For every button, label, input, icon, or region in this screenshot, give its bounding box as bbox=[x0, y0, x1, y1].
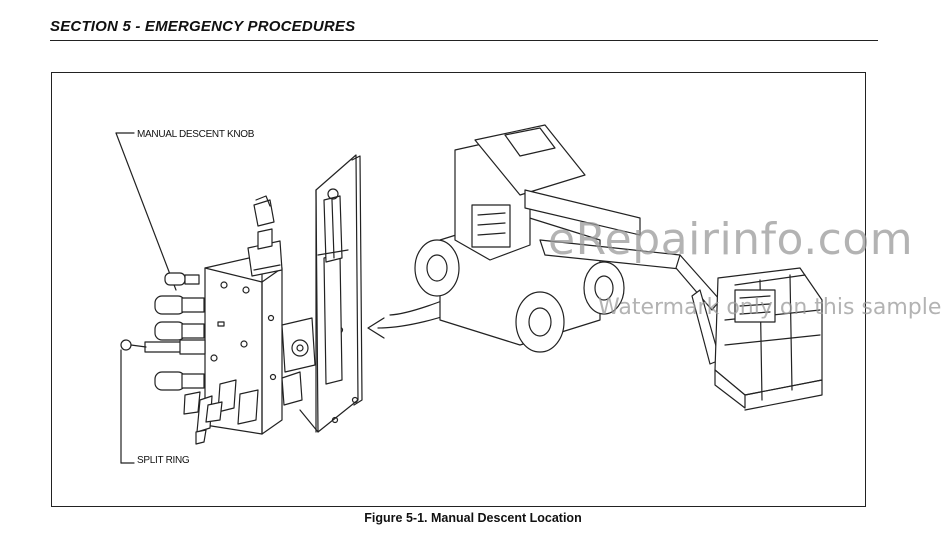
header-rule bbox=[50, 40, 878, 41]
mounting-bracket bbox=[281, 317, 316, 406]
watermark-site: eRepairinfo.com bbox=[548, 214, 914, 265]
manual-descent-knob bbox=[247, 195, 283, 277]
valve-cartridges bbox=[144, 272, 206, 391]
split-ring-leader-line bbox=[120, 349, 135, 464]
callout-manual-descent-knob: MANUAL DESCENT KNOB bbox=[137, 129, 255, 140]
knob-leader-line bbox=[115, 132, 177, 291]
split-ring bbox=[120, 339, 132, 351]
section-title: SECTION 5 - EMERGENCY PROCEDURES bbox=[50, 18, 356, 35]
pump-handle bbox=[317, 188, 349, 385]
figure-frame bbox=[51, 72, 866, 507]
boom-lift-machine bbox=[414, 124, 823, 411]
callout-split-ring: SPLIT RING bbox=[137, 455, 190, 466]
watermark-note: Watermark only on this sample bbox=[598, 295, 942, 320]
bottom-fittings bbox=[183, 379, 259, 445]
figure-caption: Figure 5-1. Manual Descent Location bbox=[364, 511, 582, 525]
